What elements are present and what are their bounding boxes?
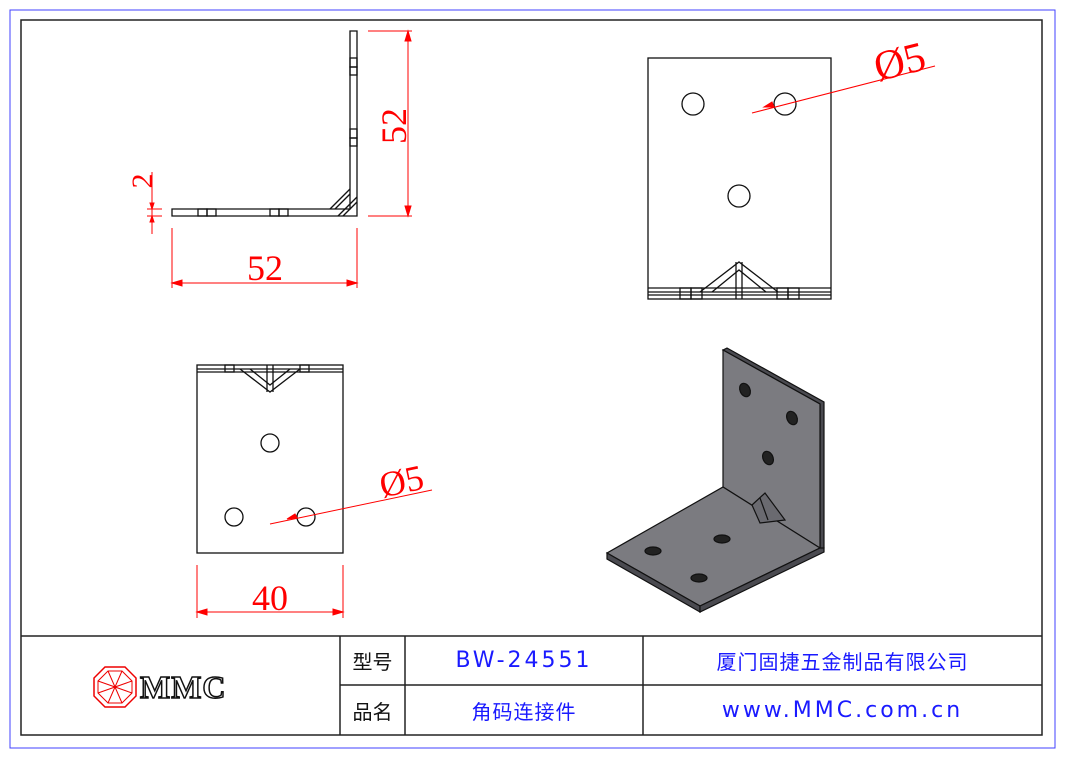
dim-thickness-label: 2 <box>126 174 159 189</box>
company-website: www.MMC.com.cn <box>721 697 964 723</box>
logo-text: MMC <box>140 669 227 705</box>
side-view-dimensions <box>147 29 412 288</box>
isometric-view <box>605 347 825 614</box>
top-view <box>196 364 344 554</box>
company-logo: MMC <box>93 666 227 708</box>
model-value: BW-24551 <box>455 648 593 673</box>
hole <box>773 92 797 116</box>
company-name: 厦门固捷五金制品有限公司 <box>716 650 969 674</box>
part-name: 角码连接件 <box>471 699 577 724</box>
bottom-dimensions <box>195 489 433 618</box>
hole <box>296 507 316 527</box>
side-view <box>171 30 358 217</box>
name-label: 品名 <box>352 699 393 724</box>
hole <box>681 92 705 116</box>
dim-width-label: 52 <box>247 248 283 288</box>
outer-border <box>9 9 1056 749</box>
title-block-grid <box>21 635 1042 735</box>
hole <box>727 184 751 208</box>
front-hole-leader <box>751 65 936 114</box>
dim-hole-bottom-label: Ø5 <box>376 457 427 505</box>
hole <box>224 507 244 527</box>
dim-bottom-width-label: 40 <box>252 578 288 618</box>
hole <box>260 433 280 453</box>
inner-border <box>20 19 1043 736</box>
model-label: 型号 <box>352 650 393 674</box>
dim-height-label: 52 <box>374 108 414 144</box>
dim-hole-front-label: Ø5 <box>869 34 930 91</box>
front-view <box>647 57 832 300</box>
